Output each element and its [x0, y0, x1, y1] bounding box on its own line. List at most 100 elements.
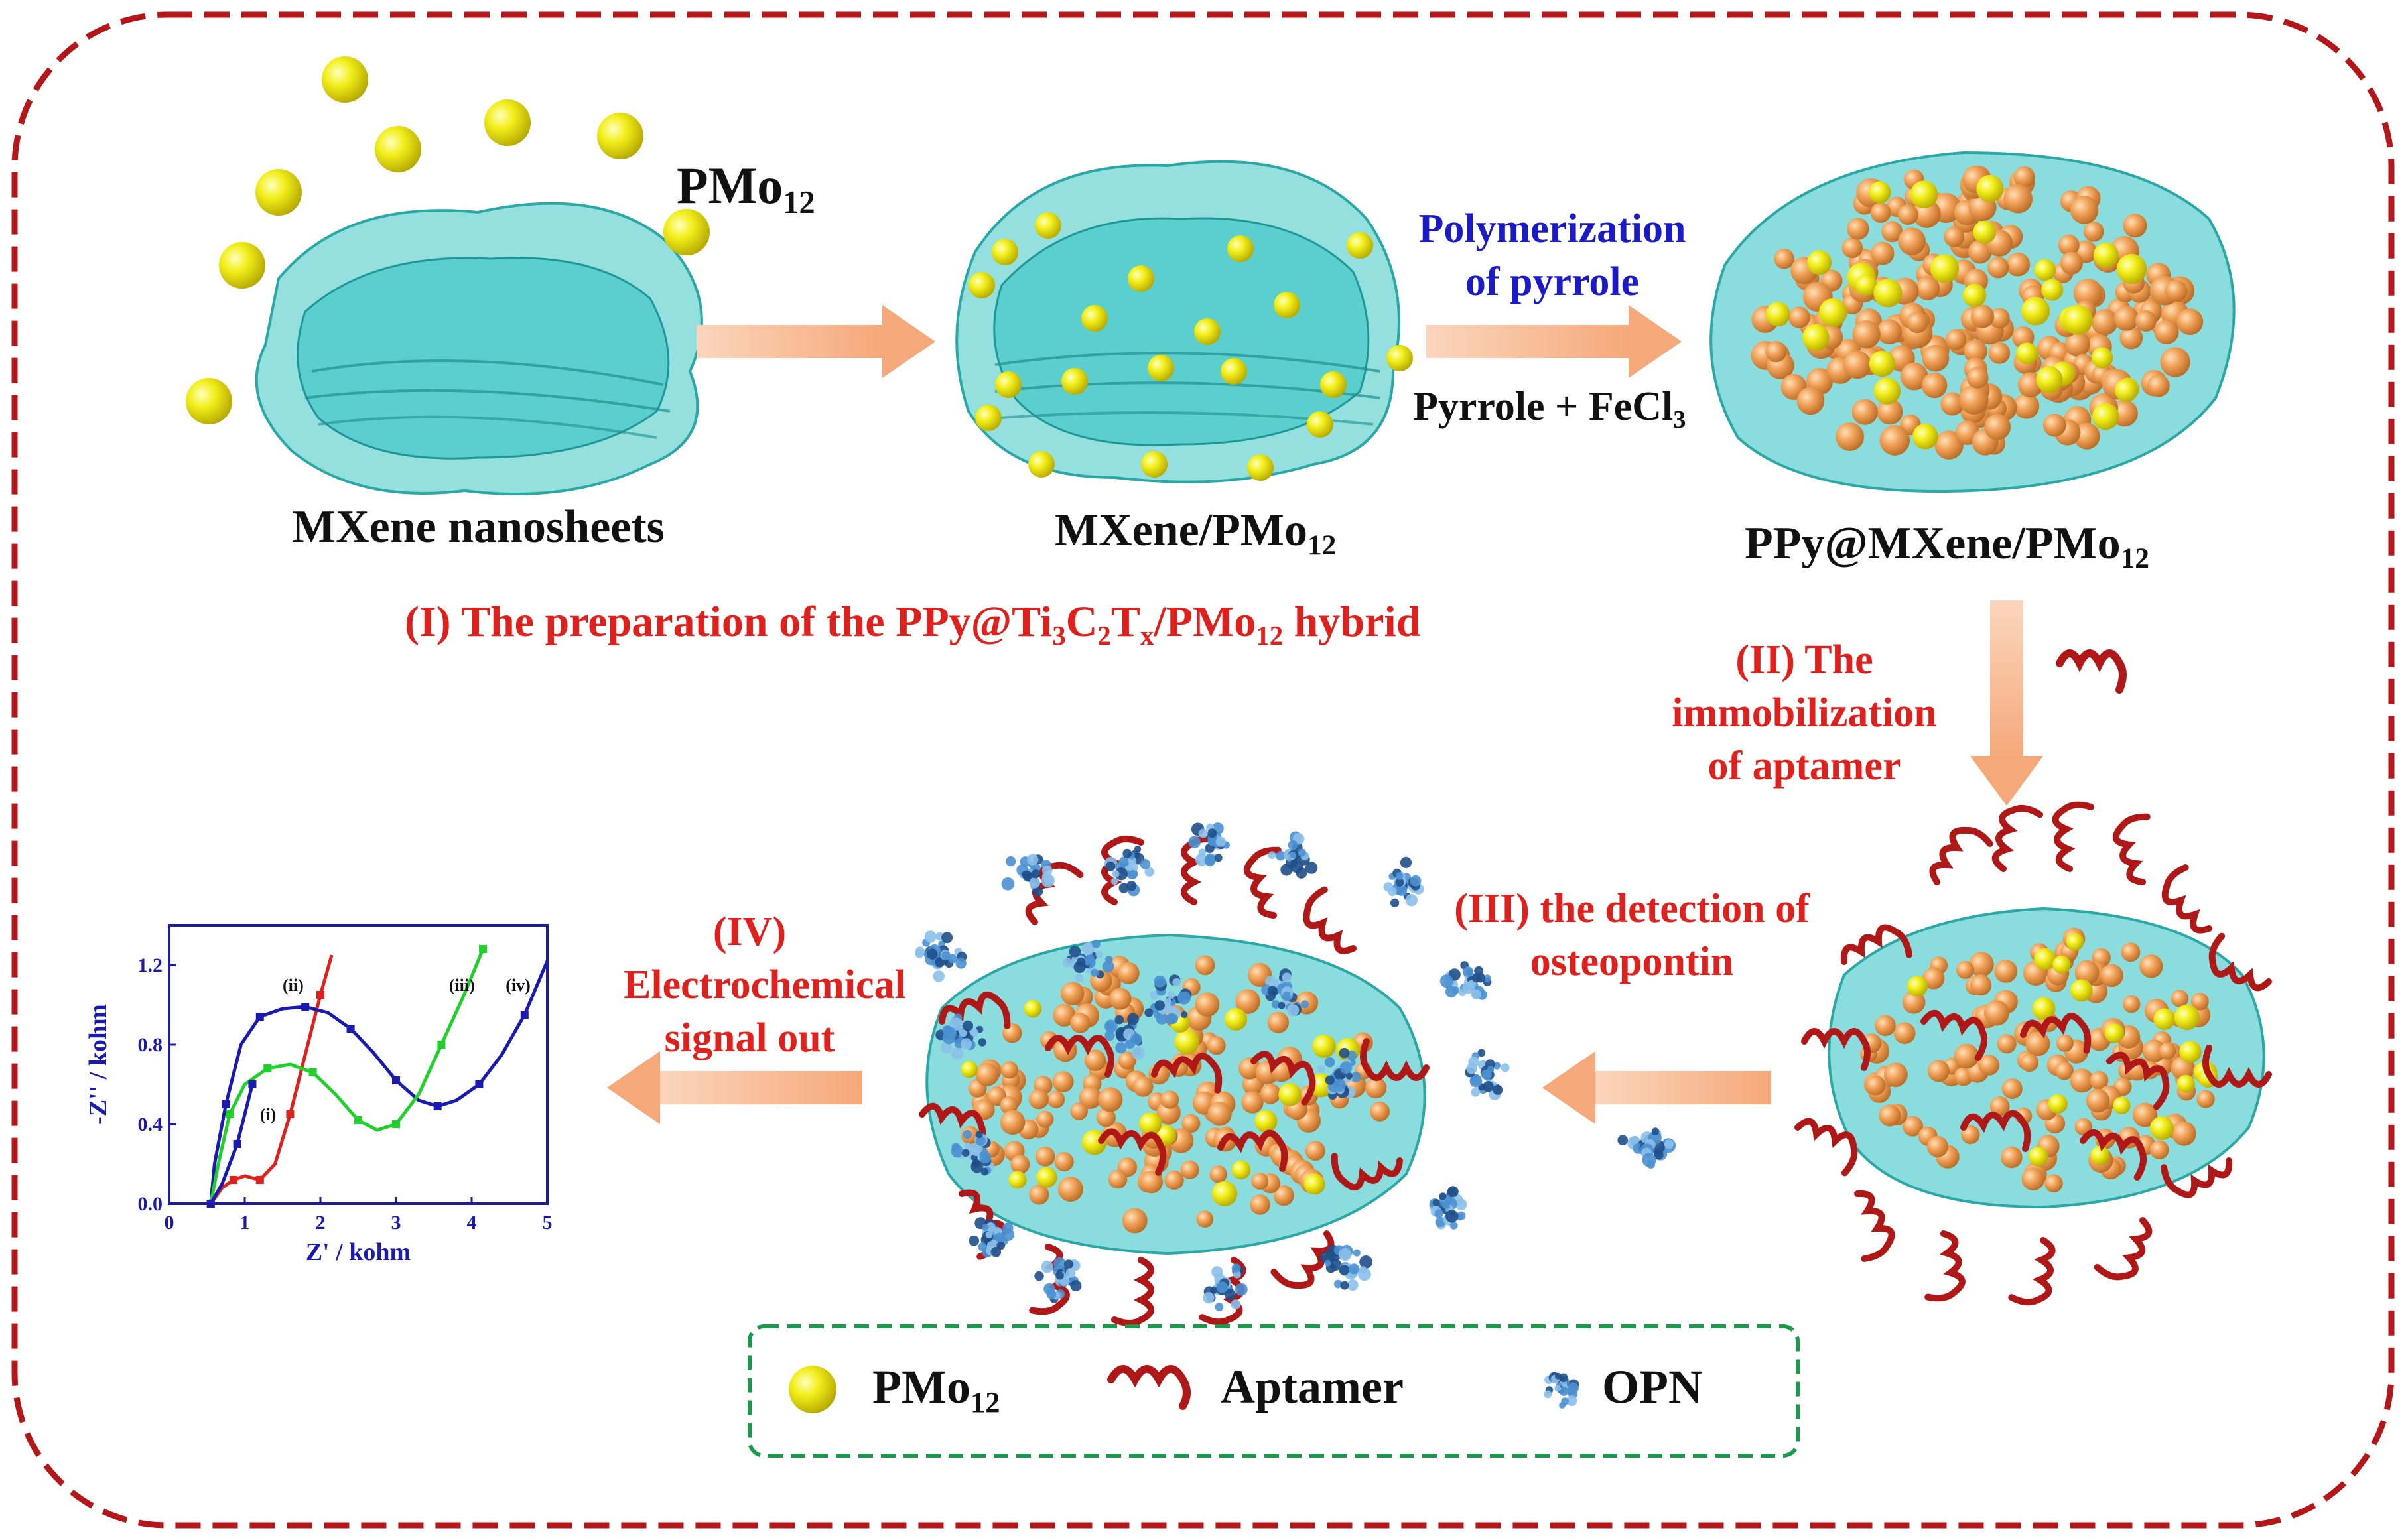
- ppy-ball: [2074, 960, 2100, 985]
- pmo12-ball: [2036, 366, 2063, 393]
- ppy-ball: [2001, 1146, 2023, 1169]
- aptamer-strand: [1960, 1110, 2031, 1153]
- y-tick-label: 1.2: [138, 954, 163, 976]
- step1-s4: 12: [1256, 621, 1284, 651]
- aptamer-strand: [1840, 924, 1912, 965]
- aptamer-strand: [2112, 813, 2151, 885]
- ppy-ball: [1893, 1022, 1916, 1045]
- pyrrole-fecl3-label: Pyrrole + FeCl3: [1413, 383, 1686, 434]
- ppy-ball: [1959, 385, 1989, 415]
- ppy-ball: [1900, 362, 1928, 391]
- data-point: [206, 1200, 215, 1208]
- data-point: [286, 1110, 295, 1118]
- ppy-ball: [1207, 1102, 1232, 1126]
- x-tick-label: 2: [316, 1212, 326, 1234]
- data-point: [392, 1120, 400, 1128]
- aptamer-strand: [2106, 1051, 2170, 1110]
- pmo12-ball: [2032, 997, 2056, 1021]
- ppy-ball: [1843, 350, 1871, 379]
- legend-pmo12-icon: [789, 1366, 836, 1413]
- ppy-ball: [2113, 306, 2139, 331]
- aptamer-strand: [1250, 1051, 1316, 1106]
- aptamer-strand: [919, 1102, 986, 1155]
- pmo12-ball: [2048, 1094, 2068, 1114]
- ppy-ball: [1164, 1170, 1184, 1190]
- legend-aptamer-label: Aptamer: [1221, 1360, 1404, 1413]
- pmo12-ball: [2029, 1147, 2048, 1167]
- ppy-ball: [1054, 1152, 1074, 1172]
- data-point: [229, 1176, 237, 1184]
- step1-p3: T: [1110, 598, 1140, 646]
- step1-s2: 2: [1097, 621, 1111, 651]
- ppy-ball: [2073, 279, 2103, 308]
- pmo12-free-balls: [186, 56, 710, 424]
- ppy-ball: [1851, 399, 1878, 425]
- chart-frame: [168, 924, 549, 1205]
- pmo12-ball: [2105, 1023, 2125, 1043]
- pmo12-ball: [2092, 403, 2119, 430]
- aptamer-strand: [1794, 1118, 1858, 1177]
- pmo12-ball: [1873, 377, 1901, 405]
- series-line: [209, 960, 549, 1204]
- pyrrole-fecl3-main: Pyrrole + FeCl: [1413, 384, 1674, 429]
- x-axis-label: Z' / kohm: [306, 1238, 411, 1266]
- ppy-ball: [1926, 1135, 1948, 1157]
- aptamer-strand: [1217, 1129, 1288, 1173]
- outer-frame: [11, 11, 2395, 1529]
- ppy-ball: [1847, 218, 1869, 240]
- ppy-ball: [2176, 308, 2204, 335]
- step4-line2: Electrochemical: [624, 962, 906, 1007]
- pmo12-ball: [1930, 254, 1960, 283]
- aptamer-strand: [2208, 932, 2272, 992]
- ppy-ball: [1994, 960, 2018, 983]
- opn-protein-icon: [1062, 939, 1114, 982]
- ppy-ball: [1084, 1049, 1106, 1071]
- pmo12-ball: [1807, 250, 1832, 275]
- aptamer-free-icon: [2056, 649, 2127, 694]
- opn-protein-icon: [1617, 1127, 1676, 1169]
- opn-protein-icon: [1203, 1263, 1248, 1311]
- pmo12-ball: [2179, 1041, 2202, 1063]
- ppy-ball: [2123, 995, 2141, 1013]
- pmo12-ball: [1211, 1181, 1238, 1206]
- ppy-ball: [1180, 1160, 1199, 1179]
- x-tick-label: 3: [391, 1212, 401, 1234]
- ppy-ball: [1196, 1210, 1214, 1228]
- ppy-ball: [1195, 955, 1215, 976]
- ppy-ball: [2160, 347, 2190, 377]
- ppy-ball: [1079, 1086, 1102, 1109]
- ppy-ball: [2133, 1102, 2158, 1127]
- opn-protein-icon: [935, 1013, 986, 1060]
- ppy-ball: [2044, 1174, 2063, 1192]
- mxene-pmo12-sub: 12: [1307, 529, 1337, 561]
- pmo12-ball: [2034, 948, 2056, 970]
- ppy-ball: [1877, 399, 1903, 425]
- data-point: [248, 1080, 257, 1088]
- ppy-ball: [2070, 1068, 2094, 1093]
- series-annotation: (iii): [449, 976, 475, 995]
- data-point: [263, 1064, 272, 1072]
- opn-protein-icon: [1001, 854, 1055, 897]
- data-point: [301, 1003, 310, 1011]
- ppy-ball: [1029, 1185, 1049, 1205]
- series-line: [209, 948, 485, 1204]
- pmo12-ball: [1912, 423, 1938, 450]
- step4-line3: signal out: [664, 1015, 835, 1060]
- opn-bound-particle-image: [915, 822, 1510, 1326]
- data-point: [222, 1100, 230, 1108]
- ppy-ball: [1989, 308, 2010, 329]
- ppy-ball: [1879, 1104, 1901, 1127]
- ppy-ball: [1035, 1146, 1055, 1167]
- opn-protein-icon: [969, 1217, 1014, 1258]
- ppy-ball: [2013, 166, 2035, 188]
- ppy-ball: [2074, 1118, 2092, 1136]
- mxene-pmo12-image: [955, 160, 1413, 483]
- ppy-ball: [1010, 1155, 1030, 1174]
- ppy-ball: [1902, 991, 1926, 1014]
- ppy-ball: [1841, 237, 1863, 259]
- ppy-ball: [1209, 1165, 1227, 1183]
- ppy-ball: [1057, 1177, 1083, 1202]
- opn-protein-icon: [1465, 1049, 1510, 1100]
- ppy-ball: [1987, 257, 2009, 279]
- ppy-ball: [1968, 239, 1992, 264]
